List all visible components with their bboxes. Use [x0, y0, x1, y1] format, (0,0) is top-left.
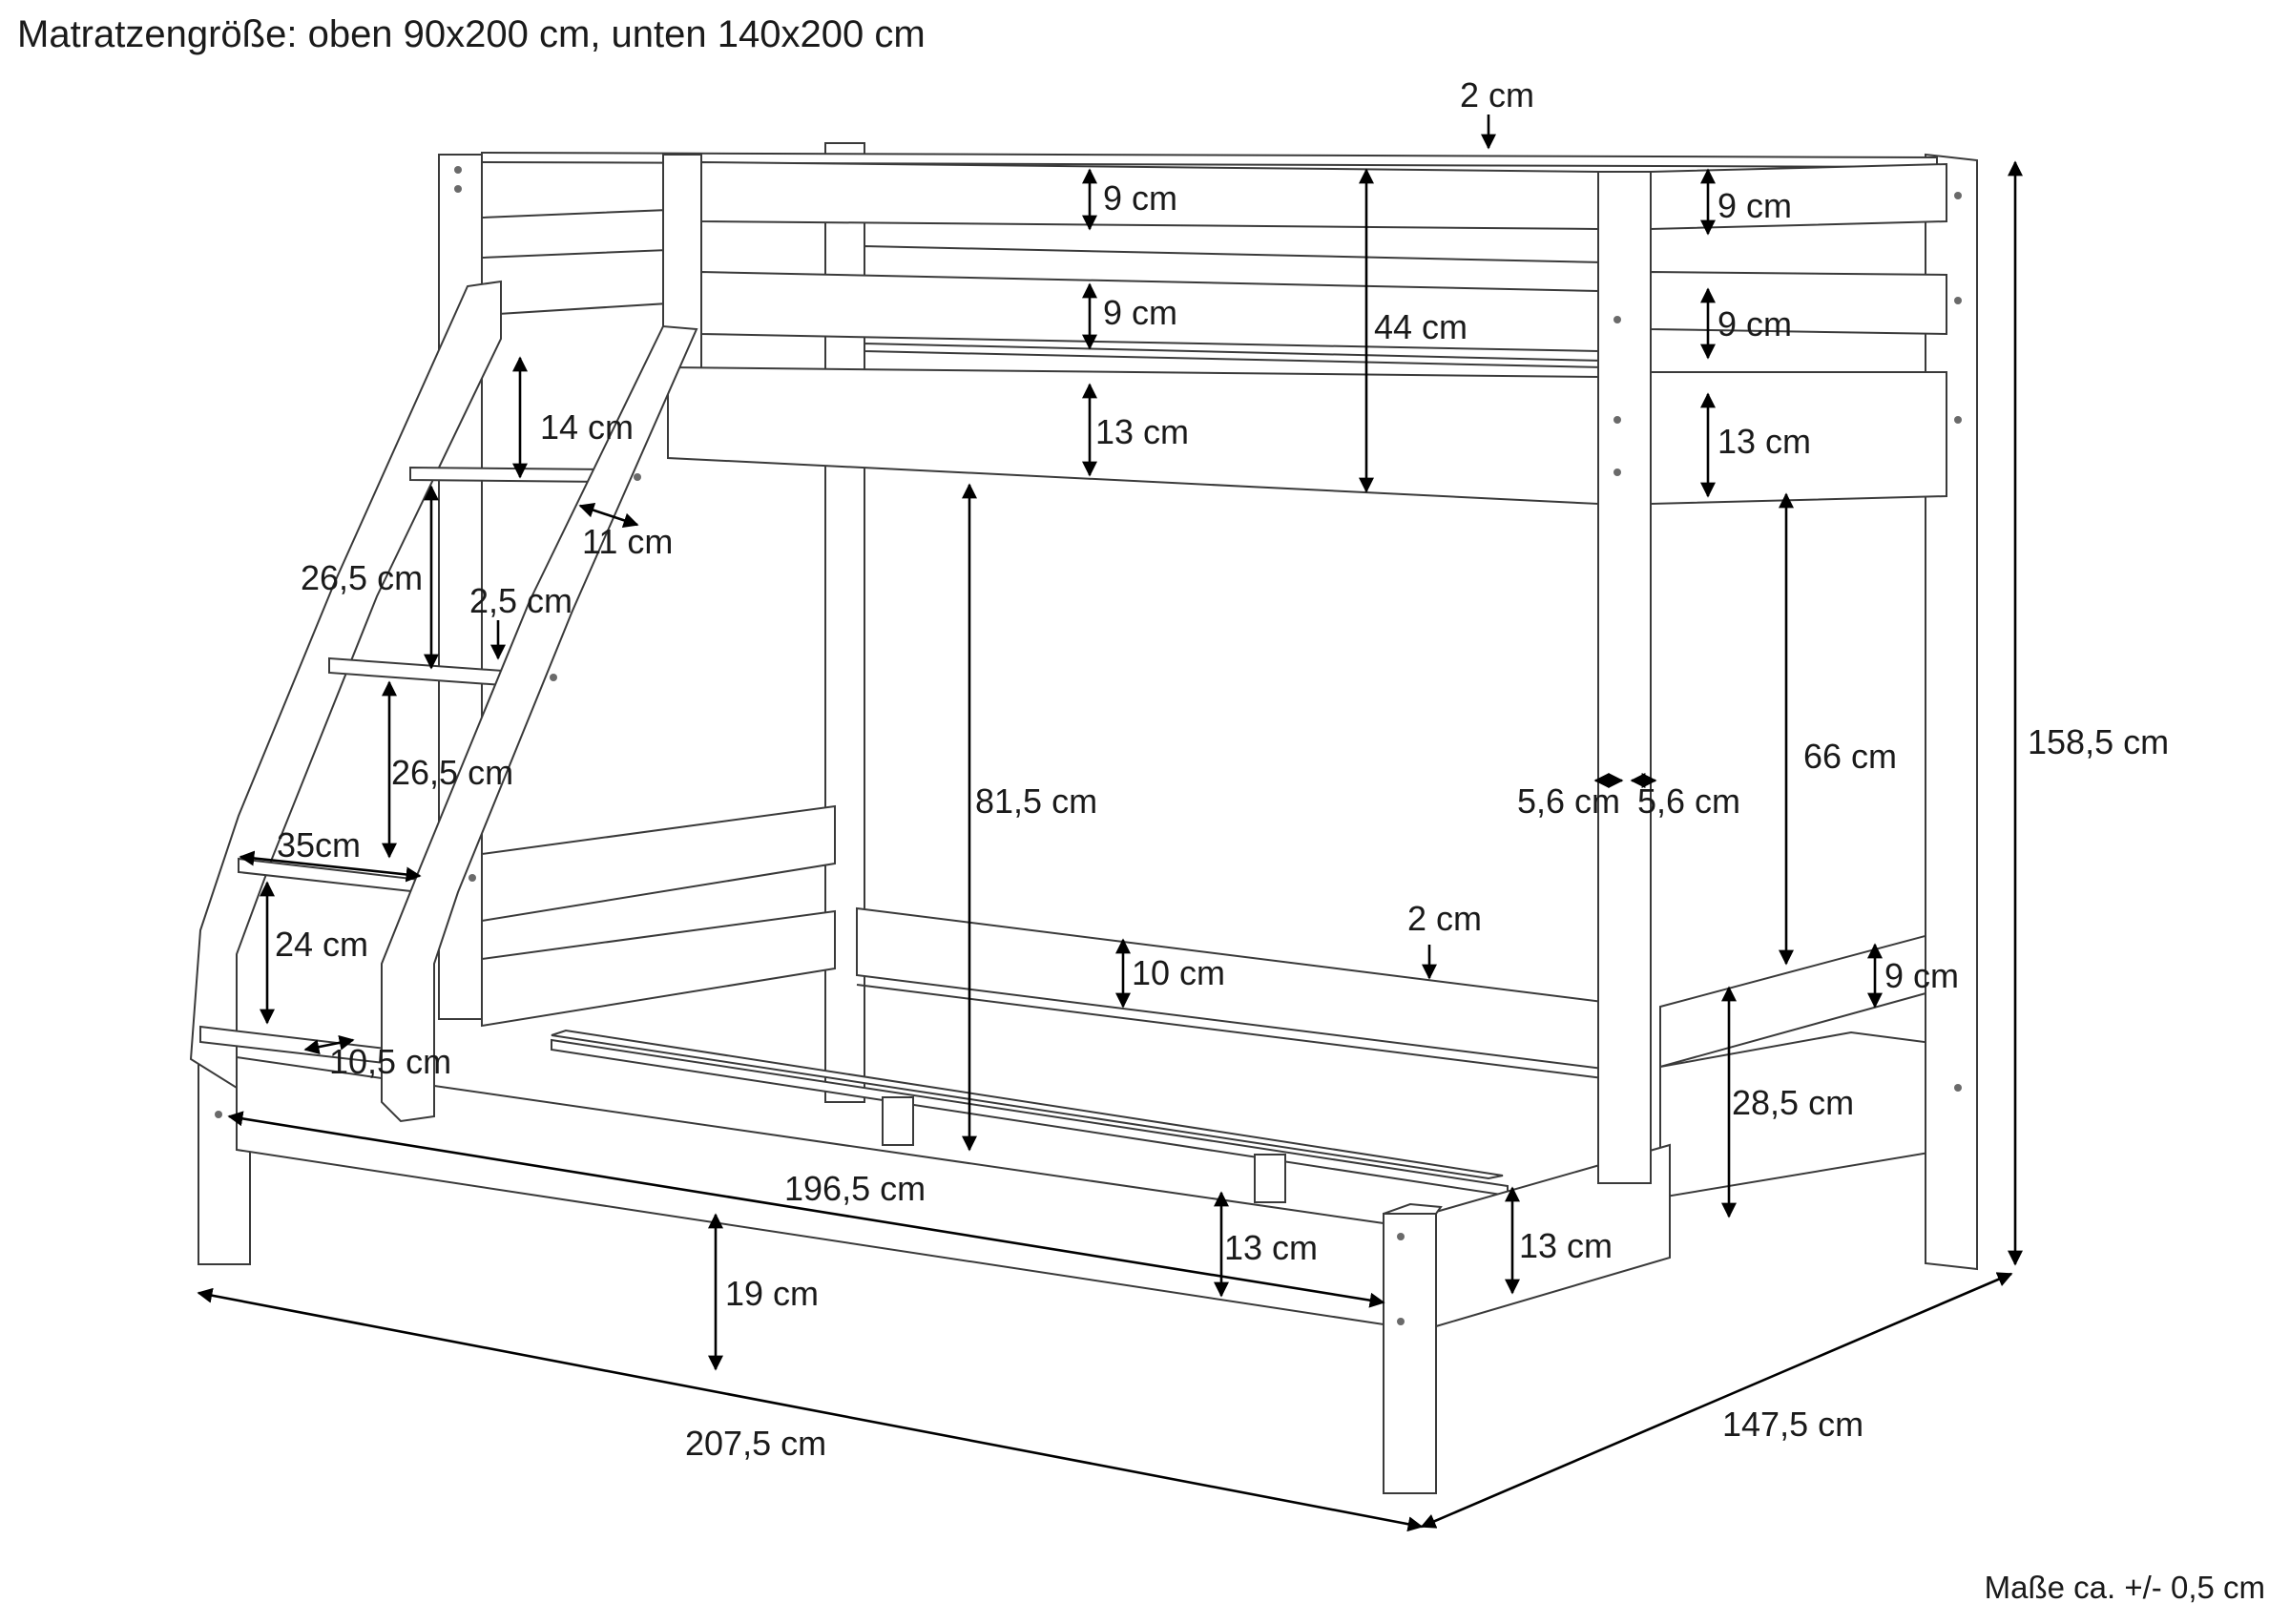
dim-upper-right-rail-bottom: 13 cm: [1718, 422, 1811, 461]
dim-upper-gap: 66 cm: [1803, 737, 1897, 776]
dim-upper-right-rail-1: 9 cm: [1718, 186, 1792, 225]
dim-upper-right-rail-2: 9 cm: [1718, 304, 1792, 344]
ladder-step-1: [409, 466, 612, 484]
dim-guard-height: 44 cm: [1374, 307, 1468, 346]
dim-post-width-right: 5,6 cm: [1637, 781, 1740, 821]
dim-floor-clearance: 19 cm: [725, 1274, 819, 1313]
dim-lower-guard-rail: 9 cm: [1884, 956, 1959, 995]
mattress-size-title: Matratzengröße: oben 90x200 cm, unten 14…: [17, 13, 926, 55]
upper-front-right-post: [1597, 171, 1652, 1184]
dim-step-spacing-1: 26,5 cm: [301, 558, 423, 597]
dim-upper-rail-bottom: 13 cm: [1095, 412, 1189, 451]
dim-step-spacing-2: 26,5 cm: [391, 753, 513, 792]
back-upper-rail-2: [481, 248, 669, 317]
tolerance-note: Maße ca. +/- 0,5 cm: [1984, 1570, 2265, 1605]
dim-upper-rail-2: 9 cm: [1103, 293, 1177, 332]
dimension-lines: [197, 115, 2023, 1532]
upper-bed: [454, 151, 1962, 1184]
dim-step-thickness: 2,5 cm: [469, 581, 572, 620]
dim-ladder-depth: 10,5 cm: [329, 1042, 451, 1081]
dim-rail-gap-lower: 2 cm: [1407, 899, 1482, 938]
dim-rail-gap-top: 2 cm: [1460, 75, 1534, 115]
dim-step-width: 35cm: [277, 825, 361, 864]
upper-end-rail-1: [1650, 162, 1947, 231]
ladder-left-stringer: [189, 280, 502, 1090]
dim-lower-side-board: 13 cm: [1224, 1228, 1318, 1267]
dim-upper-rail-1: 9 cm: [1103, 178, 1177, 218]
dim-total-height: 158,5 cm: [2028, 722, 2169, 761]
back-lower-rail-1: [481, 804, 836, 923]
dim-inner-length: 196,5 cm: [784, 1169, 926, 1208]
dim-lowest-step: 24 cm: [275, 925, 368, 964]
dim-lower-end-board: 13 cm: [1519, 1226, 1613, 1265]
lower-front-right-post: [1383, 1210, 1437, 1494]
dim-ladder-top-step: 14 cm: [540, 407, 634, 447]
dimension-labels: 2 cm 9 cm 9 cm 13 cm 44 cm 9 cm 9 cm 13 …: [275, 75, 2169, 1463]
dim-total-length: 207,5 cm: [685, 1424, 826, 1463]
dim-ladder-stringer: 11 cm: [582, 522, 673, 561]
dim-lower-back-rail: 10 cm: [1132, 953, 1225, 992]
dim-total-width: 147,5 cm: [1722, 1405, 1863, 1444]
upper-end-rail-2: [1650, 270, 1947, 336]
dim-under-clearance: 81,5 cm: [975, 781, 1097, 821]
back-upper-rail-1: [481, 156, 669, 219]
back-lower-rail-2: [481, 909, 836, 1028]
dim-lower-clearance: 28,5 cm: [1732, 1083, 1854, 1122]
dim-post-width-left: 5,6 cm: [1517, 781, 1620, 821]
